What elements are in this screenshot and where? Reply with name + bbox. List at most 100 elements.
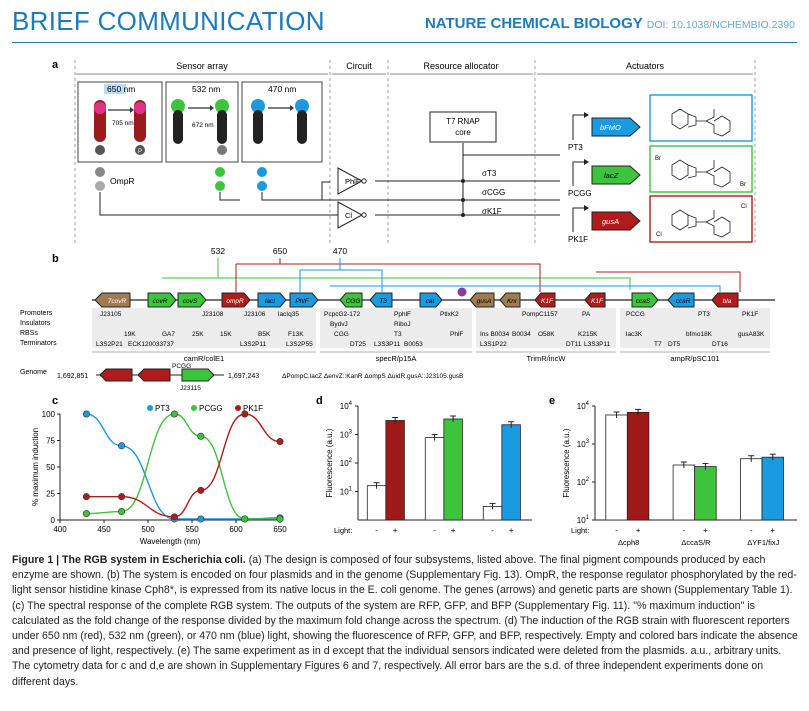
plasmid-label-4: ampR/pSC101 [670, 354, 719, 363]
bar [740, 458, 763, 521]
wavelength-705: 705 nm [112, 120, 134, 127]
response-regulators: OmpR [95, 167, 267, 191]
c-legend-label: PK1F [243, 404, 263, 413]
svg-text:B0053: B0053 [404, 341, 423, 348]
c-data-point [170, 410, 178, 418]
svg-text:GA7: GA7 [162, 331, 175, 338]
bar-light-label: Light: [334, 526, 352, 535]
t7-rnap-core-box [429, 111, 497, 143]
row-label-terminators: Terminators [20, 340, 57, 347]
svg-text:PA: PA [582, 311, 591, 318]
marker-650: 650 [273, 246, 287, 256]
c-x-axis-label: Wavelength (nm) [140, 537, 201, 546]
bar-y-tick-label: 104 [340, 401, 353, 411]
bar-group-label: ΔccaS/R [681, 538, 711, 547]
section-dividers [74, 60, 756, 244]
indigo-structures [671, 108, 731, 238]
svg-text:15K: 15K [220, 331, 232, 338]
bar [385, 420, 405, 521]
caption-title: Figure 1 | The RGB system in Escherichia… [12, 554, 246, 566]
c-x-tick-label: 400 [53, 525, 67, 534]
bar-y-axis-label: Fluorescence (a.u.) [325, 428, 334, 497]
svg-text:lac3K: lac3K [626, 331, 643, 338]
actuator-cgg: lacZ PCGG [568, 159, 641, 198]
svg-text:PtlxK2: PtlxK2 [440, 311, 459, 318]
blue-sensor-protein [251, 99, 309, 144]
c-data-point [197, 515, 205, 523]
c-legend-marker [147, 405, 153, 411]
bar [424, 437, 445, 521]
c-data-point [197, 486, 205, 494]
gene-b-11: Knr [507, 298, 518, 305]
row-label-promoters: Promoters [20, 310, 53, 317]
svg-text:bfmo18K: bfmo18K [686, 331, 713, 338]
marker-470: 470 [333, 246, 347, 256]
svg-text:DT16: DT16 [712, 341, 728, 348]
caption-c: (c) The spectral response of the complet… [12, 599, 755, 627]
c-legend-marker [235, 405, 241, 411]
svg-text:CGG: CGG [334, 331, 349, 338]
svg-text:PCCG: PCCG [626, 311, 645, 318]
section-resource-allocator: Resource allocator [423, 61, 498, 71]
svg-text:ECK120033737: ECK120033737 [128, 341, 174, 348]
caption-a: (a) The design is composed of four subsy… [12, 554, 766, 582]
wavelength-highlight [104, 84, 126, 94]
c-x-tick-label: 550 [185, 525, 199, 534]
gene-b-13: K1F [591, 298, 604, 305]
panel-e-label: e [549, 395, 555, 407]
bar-light-sign: + [509, 526, 514, 535]
c-series-line [86, 413, 280, 520]
plasmid-label-3: TrimR/incW [527, 354, 567, 363]
promoter-cgg: PCGG [568, 189, 592, 198]
section-circuit: Circuit [346, 61, 372, 71]
substituent-cl-2: Cl [741, 204, 747, 210]
svg-text:PT3: PT3 [698, 311, 710, 318]
c-y-tick-label: 75 [46, 437, 55, 446]
bar [694, 466, 717, 521]
svg-text:DT11: DT11 [566, 341, 582, 348]
bar [626, 411, 650, 521]
header-rule [12, 42, 797, 43]
sigma-k1f: σK1F [482, 207, 502, 216]
phlf-gate [337, 167, 364, 195]
sigma-t3: σT3 [482, 169, 497, 178]
svg-text:T3: T3 [394, 331, 402, 338]
genome-label: Genome [20, 369, 47, 376]
gene-b-8: T3 [379, 298, 387, 305]
panel-c-label: c [52, 395, 58, 407]
c-y-tick-label: 50 [46, 463, 55, 472]
gene-b-1: covR [153, 298, 168, 305]
svg-text:19K: 19K [124, 331, 136, 338]
svg-text:25K: 25K [192, 331, 204, 338]
c-legend-marker [191, 405, 197, 411]
bar-y-tick-label: 101 [577, 515, 590, 525]
svg-text:DT5: DT5 [668, 341, 681, 348]
t7-label-1: T7 RNAP [446, 117, 480, 126]
gene-arrows: 7covR covR covS ompR lacI PhlF CGG T3 ca… [94, 292, 739, 308]
panel-b-label: b [52, 253, 59, 265]
phlf-label: PhlF [345, 177, 361, 186]
gene-gusa: gusA [602, 217, 619, 226]
c-series-line [86, 413, 281, 520]
gene-b-4: lacI [265, 298, 275, 305]
svg-text:K215K: K215K [578, 331, 598, 338]
gene-lacz: lacZ [604, 171, 619, 180]
svg-text:T7: T7 [654, 341, 662, 348]
gene-bfmo: bFMO [600, 123, 621, 132]
svg-text:J23108: J23108 [202, 311, 224, 318]
gene-b-16: bla [723, 298, 732, 305]
genome-part: J23115 [180, 385, 201, 392]
figure-caption: Figure 1 | The RGB system in Escherichia… [12, 553, 802, 690]
bar [761, 456, 784, 521]
c-data-point [276, 515, 284, 523]
svg-text:O58K: O58K [538, 331, 555, 338]
svg-text:L3S3P11: L3S3P11 [584, 341, 611, 348]
plasmid-label-2: specR/p15A [376, 354, 417, 363]
bar-y-tick-label: 102 [577, 477, 590, 487]
svg-text:BydvJ: BydvJ [330, 321, 348, 328]
gene-b-9: cat [426, 298, 436, 305]
c-data-point [118, 508, 126, 516]
svg-text:L3S3P11: L3S3P11 [374, 341, 401, 348]
